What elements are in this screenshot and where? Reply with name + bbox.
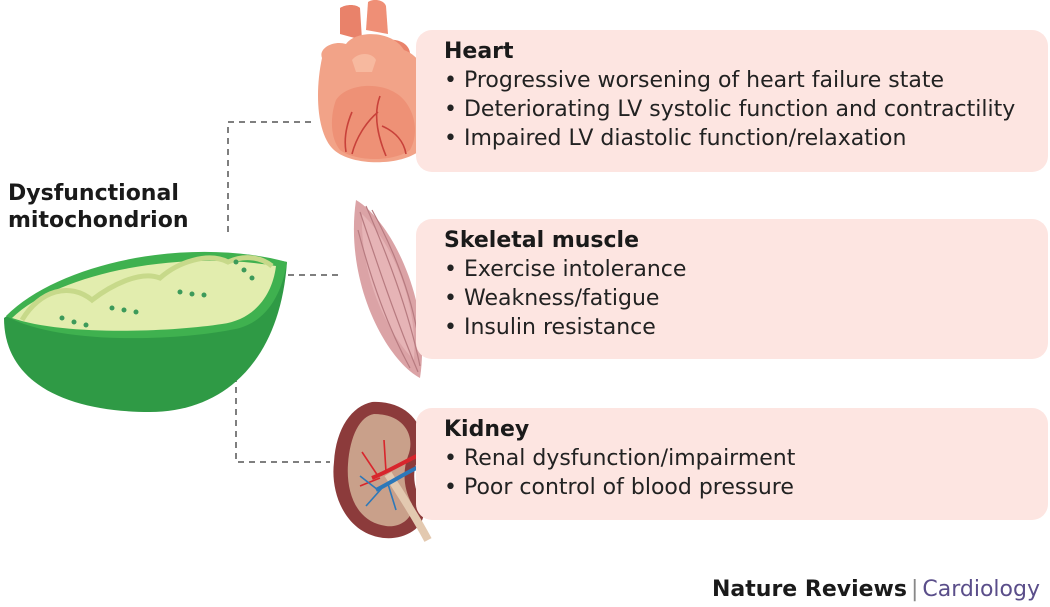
kidney-icon	[333, 401, 441, 542]
kidney-card: Kidney Renal dysfunction/impairment Poor…	[416, 408, 1048, 520]
list-item: Progressive worsening of heart failure s…	[444, 66, 1032, 95]
mitochondrion-label-line1: Dysfunctional	[8, 181, 179, 206]
list-item: Deteriorating LV systolic function and c…	[444, 95, 1032, 124]
list-item: Exercise intolerance	[444, 255, 1032, 284]
journal-section: Cardiology	[922, 577, 1040, 602]
connector-kidney	[235, 365, 330, 463]
mitochondrion-icon	[4, 251, 287, 412]
list-item: Renal dysfunction/impairment	[444, 444, 1032, 473]
heart-card-title: Heart	[444, 39, 514, 64]
heart-effects-list: Progressive worsening of heart failure s…	[444, 66, 1032, 153]
list-item: Insulin resistance	[444, 313, 1032, 342]
list-item: Impaired LV diastolic function/relaxatio…	[444, 124, 1032, 153]
kidney-effects-list: Renal dysfunction/impairment Poor contro…	[444, 444, 1032, 502]
skeletal-muscle-effects-list: Exercise intolerance Weakness/fatigue In…	[444, 255, 1032, 342]
journal-credit: Nature Reviews|Cardiology	[712, 576, 1040, 604]
connector-lines	[227, 121, 340, 463]
skeletal-muscle-card-title: Skeletal muscle	[444, 228, 640, 253]
connector-heart	[227, 121, 312, 232]
kidney-card-title: Kidney	[444, 417, 530, 442]
mitochondrion-label-line2: mitochondrion	[8, 208, 189, 233]
mitochondrion-label: Dysfunctional mitochondrion	[8, 180, 189, 234]
credit-separator: |	[910, 577, 919, 602]
heart-card: Heart Progressive worsening of heart fai…	[416, 30, 1048, 172]
skeletal-muscle-card: Skeletal muscle Exercise intolerance Wea…	[416, 219, 1048, 359]
list-item: Weakness/fatigue	[444, 284, 1032, 313]
heart-icon	[318, 0, 431, 163]
journal-name: Nature Reviews	[712, 577, 907, 602]
skeletal-muscle-icon	[353, 200, 423, 378]
list-item: Poor control of blood pressure	[444, 473, 1032, 502]
